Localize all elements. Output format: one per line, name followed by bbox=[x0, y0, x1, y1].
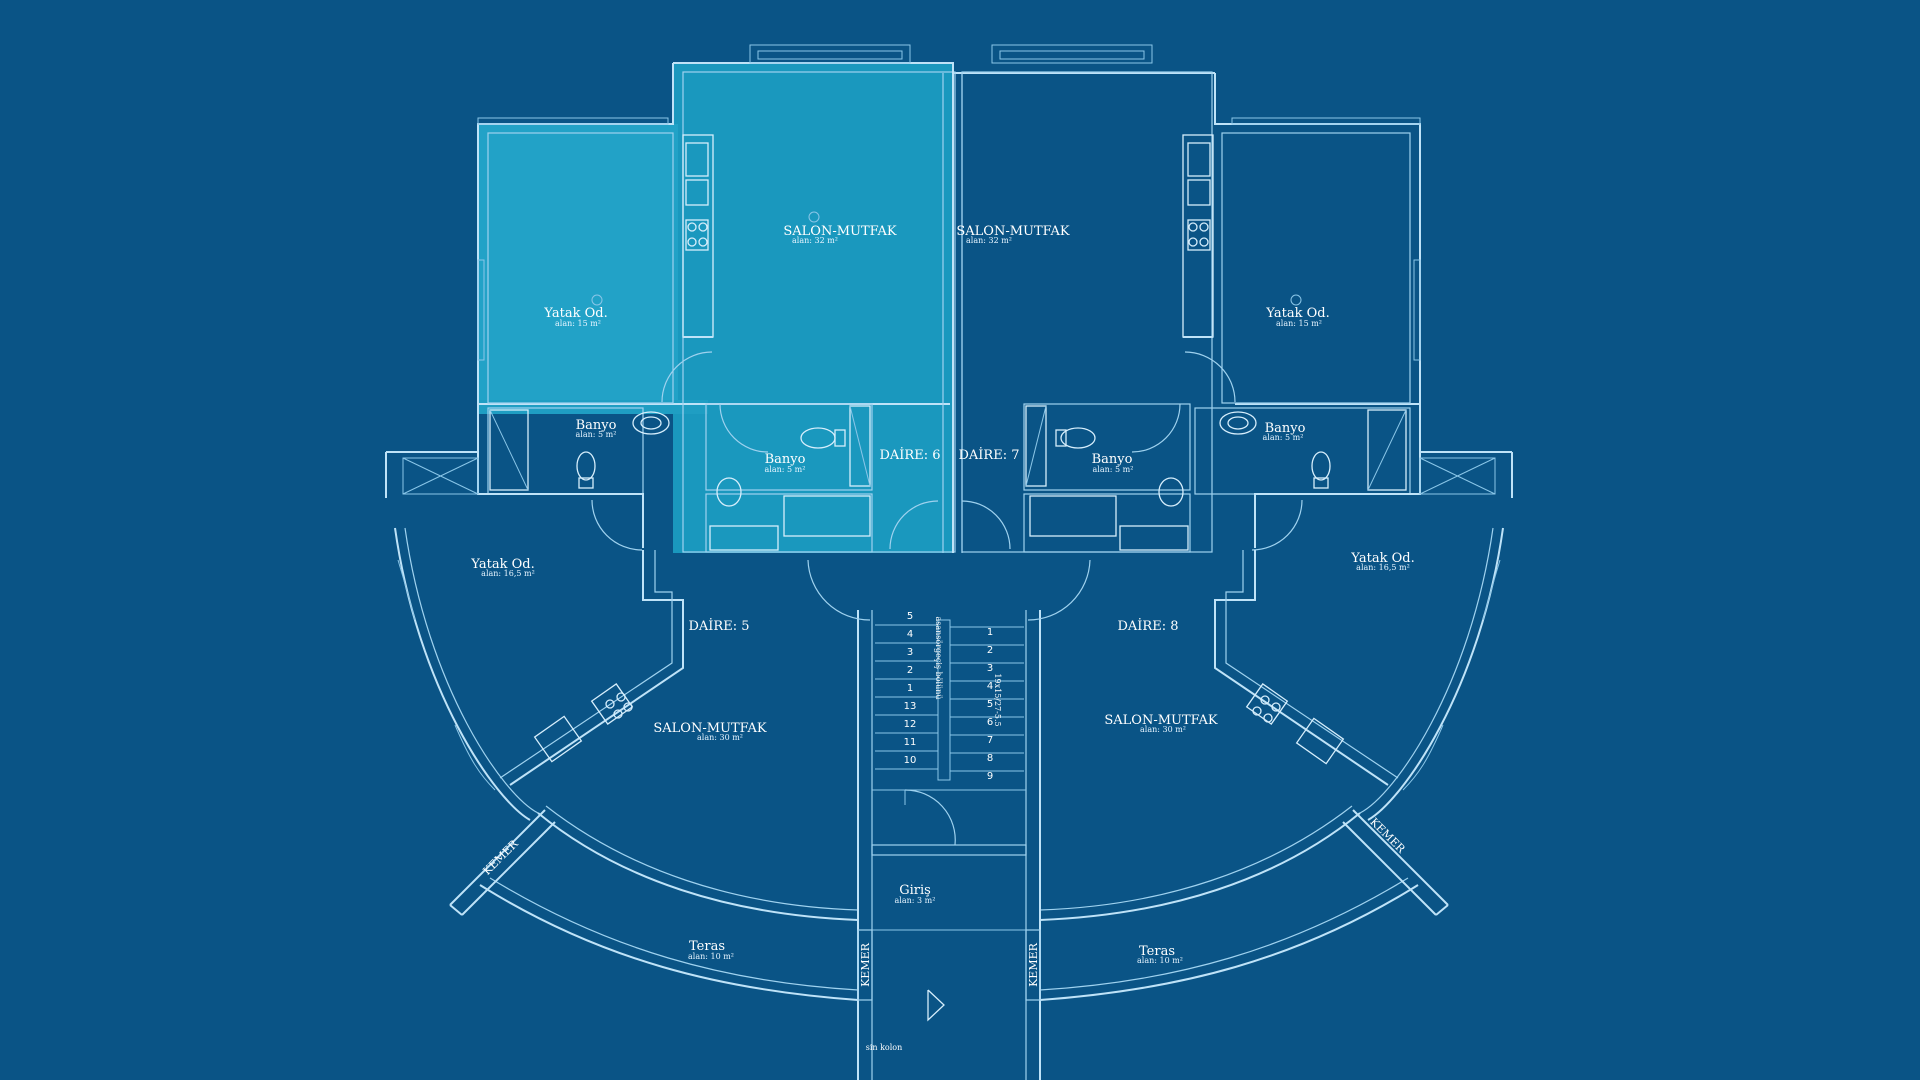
stair-number-left: 12 bbox=[904, 719, 917, 730]
label-d7-salon: SALON-MUTFAK bbox=[956, 224, 1070, 239]
label-d7-banyo-a: Banyo bbox=[1092, 452, 1133, 467]
stair-number-right: 2 bbox=[987, 645, 993, 656]
stair-core bbox=[807, 559, 1091, 1080]
svg-text:alan: 5 m²: alan: 5 m² bbox=[1093, 465, 1134, 474]
stair-number-right: 9 bbox=[987, 771, 993, 782]
svg-text:alan: 30 m²: alan: 30 m² bbox=[697, 733, 743, 742]
kemer-label-stair-right: KEMER bbox=[1027, 942, 1040, 987]
stair-number-right: 5 bbox=[987, 699, 993, 710]
svg-text:alan: 15 m²: alan: 15 m² bbox=[1276, 319, 1322, 328]
top-block-walls bbox=[477, 44, 1421, 553]
label-d7-yatak: Yatak Od. bbox=[1265, 306, 1329, 321]
label-teras-left: Teras bbox=[689, 939, 725, 954]
highlighted-unit-daire-6[interactable] bbox=[478, 63, 953, 553]
label-d6-salon: SALON-MUTFAK bbox=[783, 224, 897, 239]
stair-number-left: 5 bbox=[907, 611, 913, 622]
svg-text:alan: 16,5 m²: alan: 16,5 m² bbox=[481, 569, 535, 578]
lower-wing-right bbox=[1039, 451, 1513, 1001]
stair-note-left: asansörgeçiş bölünü bbox=[934, 616, 943, 699]
stair-number-left: 10 bbox=[904, 755, 917, 766]
label-teras-right: Teras bbox=[1139, 944, 1175, 959]
svg-text:alan: 32 m²: alan: 32 m² bbox=[792, 236, 838, 245]
label-d8-salon: SALON-MUTFAK bbox=[1104, 713, 1218, 728]
stair-number-right: 6 bbox=[987, 717, 993, 728]
label-giris: Giriş bbox=[899, 883, 931, 898]
stair-number-right: 7 bbox=[987, 735, 993, 746]
stair-number-left: 3 bbox=[907, 647, 913, 658]
unit-labels: DAİRE: 6 DAİRE: 7 DAİRE: 5 DAİRE: 8 bbox=[688, 446, 1178, 634]
stair-number-right: 3 bbox=[987, 663, 993, 674]
label-daire-7: DAİRE: 7 bbox=[958, 446, 1019, 463]
label-d5-yatak: Yatak Od. bbox=[470, 557, 534, 572]
stair-number-left: 2 bbox=[907, 665, 913, 676]
kemer-labels: KEMER KEMER KEMER KEMER sin kolon asansö… bbox=[480, 616, 1408, 1052]
label-d7-banyo-b: Banyo bbox=[1265, 421, 1306, 436]
room-labels: SALON-MUTFAK alan: 32 m² SALON-MUTFAK al… bbox=[470, 224, 1414, 965]
stair-number-left: 1 bbox=[907, 683, 913, 694]
svg-text:alan: 10 m²: alan: 10 m² bbox=[688, 952, 734, 961]
stair-number-left: 13 bbox=[904, 701, 917, 712]
svg-text:alan: 5 m²: alan: 5 m² bbox=[1263, 433, 1304, 442]
svg-text:alan: 30 m²: alan: 30 m² bbox=[1140, 725, 1186, 734]
lower-wing-left bbox=[385, 451, 859, 1001]
svg-text:alan: 10 m²: alan: 10 m² bbox=[1137, 956, 1183, 965]
label-d8-yatak: Yatak Od. bbox=[1350, 551, 1414, 566]
stair-number-left: 11 bbox=[904, 737, 917, 748]
stair-number-left: 4 bbox=[907, 629, 913, 640]
kemer-label-right: KEMER bbox=[1367, 815, 1408, 856]
label-d6-banyo-b: Banyo bbox=[765, 452, 806, 467]
stair-number-right: 8 bbox=[987, 753, 993, 764]
label-daire-5: DAİRE: 5 bbox=[688, 617, 749, 634]
label-d6-yatak: Yatak Od. bbox=[543, 306, 607, 321]
svg-text:alan: 5 m²: alan: 5 m² bbox=[576, 430, 617, 439]
stair-number-right: 4 bbox=[987, 681, 993, 692]
svg-text:alan: 16,5 m²: alan: 16,5 m² bbox=[1356, 563, 1410, 572]
label-daire-6: DAİRE: 6 bbox=[879, 446, 940, 463]
label-d6-banyo-a: Banyo bbox=[576, 418, 617, 433]
svg-text:alan: 15 m²: alan: 15 m² bbox=[555, 319, 601, 328]
svg-text:alan: 32 m²: alan: 32 m² bbox=[966, 236, 1012, 245]
kemer-label-left: KEMER bbox=[480, 837, 521, 878]
svg-text:alan: 3 m²: alan: 3 m² bbox=[895, 896, 936, 905]
svg-text:alan: 5 m²: alan: 5 m² bbox=[765, 465, 806, 474]
sin-kolon-label: sin kolon bbox=[866, 1043, 903, 1052]
label-daire-8: DAİRE: 8 bbox=[1117, 617, 1178, 634]
label-d5-salon: SALON-MUTFAK bbox=[653, 721, 767, 736]
kemer-label-stair-left: KEMER bbox=[859, 942, 872, 987]
stair-number-right: 1 bbox=[987, 627, 993, 638]
stair-note-right: 19x15/27-5.5 bbox=[993, 673, 1002, 726]
